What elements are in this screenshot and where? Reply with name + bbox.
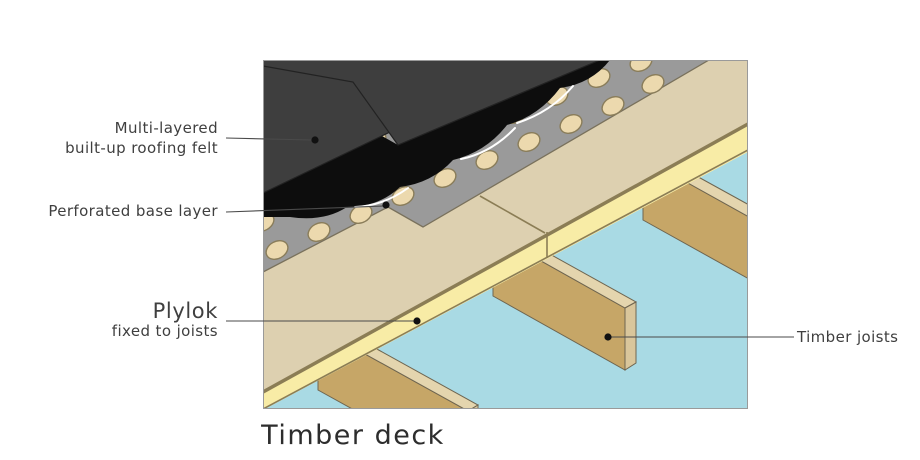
perforated-layer-front-edge	[263, 60, 710, 273]
label-felt-line1: Multi-layered	[115, 119, 218, 137]
bitumen-layer	[263, 60, 610, 219]
bitumen-highlight	[516, 85, 574, 124]
joist-end-face	[624, 301, 637, 371]
joist-end-face	[749, 211, 760, 279]
illustration-border	[263, 60, 748, 409]
leader-dot-perforated	[382, 201, 390, 209]
leader-line-perforated	[225, 205, 384, 213]
plylok-bottom-edge-line	[263, 149, 748, 409]
label-timber-joists: Timber joists	[796, 328, 898, 346]
label-plylok: Plylok	[153, 299, 219, 323]
roofing-felt-top-sheet	[263, 60, 601, 146]
label-felt-line2: built-up roofing felt	[65, 139, 218, 157]
leader-dot-joists	[604, 333, 612, 341]
joist-end-face	[470, 404, 479, 409]
label-perforated: Perforated base layer	[48, 202, 218, 220]
deck-board-joint	[479, 195, 546, 234]
leader-dot-plylok	[413, 317, 421, 325]
bitumen-highlight	[460, 127, 516, 160]
diagram-title: Timber deck	[260, 420, 445, 451]
leader-dot-felt	[311, 136, 319, 144]
plylok-edge	[263, 126, 748, 409]
callouts: Multi-layered built-up roofing felt Perf…	[48, 119, 898, 451]
roof-buildup-illustration	[263, 60, 760, 409]
label-plylok-sub: fixed to joists	[112, 322, 218, 340]
leader-line-felt	[225, 137, 313, 141]
